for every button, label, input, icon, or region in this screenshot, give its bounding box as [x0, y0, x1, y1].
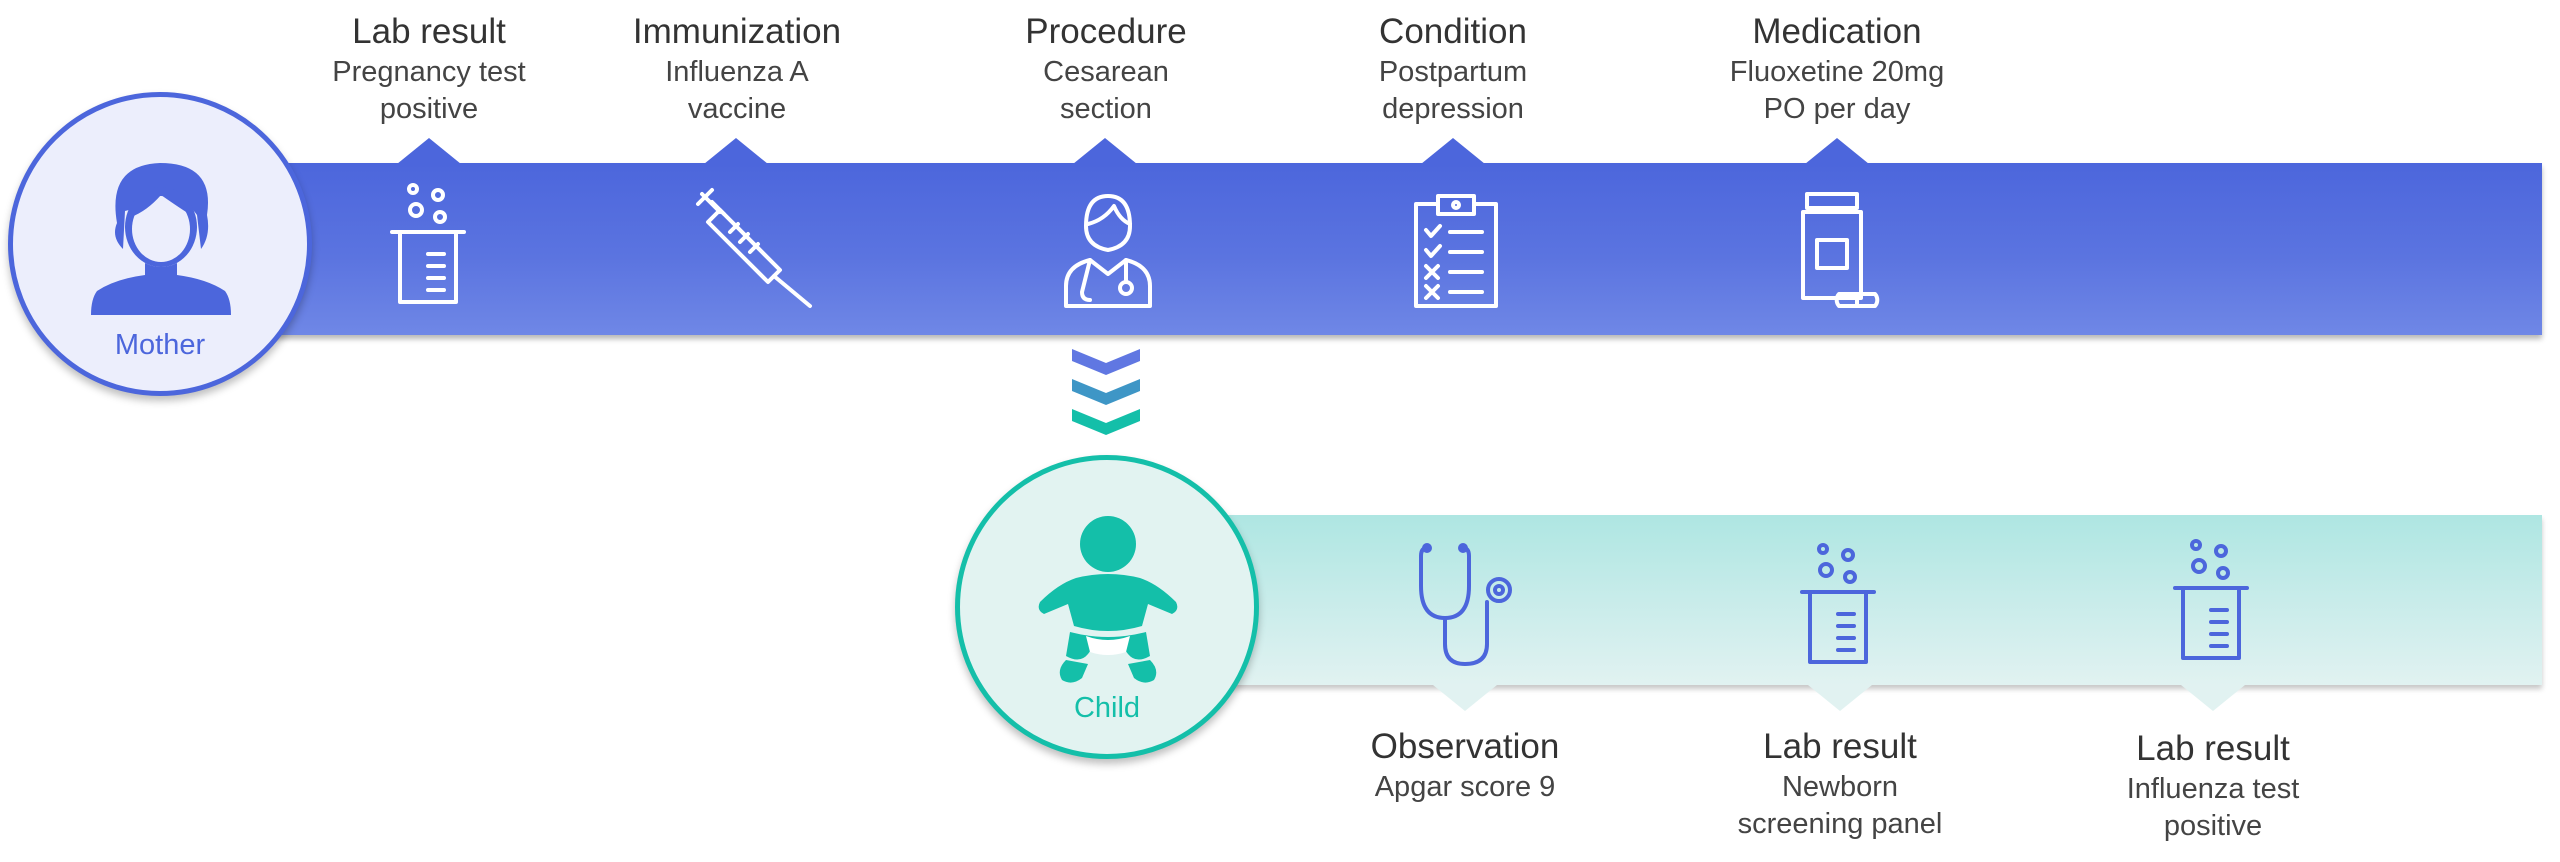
event-detail-line-1: Postpartum	[1378, 56, 1528, 88]
clipboard-icon	[1414, 194, 1498, 308]
event-title: Lab result	[2136, 729, 2290, 768]
event-title: Lab result	[352, 12, 506, 51]
event-detail-line-2: PO per day	[1763, 93, 1911, 125]
down-chevrons-icon	[1072, 349, 1140, 435]
mother-event-notch	[704, 138, 768, 164]
event-detail-line-2: positive	[2163, 810, 2263, 842]
event-detail-line-1: Influenza test	[2126, 773, 2300, 805]
event-detail-line-1: Influenza A	[665, 56, 809, 88]
event-detail-line-1: Cesarean	[1043, 56, 1169, 88]
event-detail-line-2: section	[1060, 93, 1152, 125]
medicine-bottle-icon	[1801, 192, 1880, 308]
event-detail-line-1: Fluoxetine 20mg	[1729, 56, 1945, 88]
beaker-icon	[2173, 539, 2249, 660]
event-title: Procedure	[1025, 12, 1187, 51]
woman-icon	[91, 163, 231, 315]
doctor-icon	[1064, 194, 1152, 308]
event-title: Observation	[1370, 727, 1560, 766]
mother-label: Mother	[114, 329, 206, 361]
syringe-icon	[696, 188, 812, 308]
event-detail-line-2: screening panel	[1737, 808, 1943, 840]
child-label: Child	[1073, 692, 1141, 724]
stethoscope-icon	[1419, 543, 1512, 666]
event-detail-line-2: vaccine	[687, 93, 787, 125]
child-event-notch	[2181, 685, 2245, 711]
mother-avatar-circle: Mother	[8, 92, 312, 396]
mother-event-notch	[397, 138, 461, 164]
beaker-icon	[390, 183, 466, 304]
baby-icon	[1038, 516, 1178, 683]
event-detail-line-1: Newborn	[1781, 771, 1899, 803]
child-timeline-band	[1180, 515, 2542, 685]
child-event-notch	[1433, 685, 1497, 711]
event-title: Medication	[1752, 12, 1922, 51]
event-detail-line-2: positive	[379, 93, 479, 125]
event-title: Immunization	[632, 12, 842, 51]
event-detail-line-1: Pregnancy test	[332, 56, 526, 88]
mother-event-notch	[1073, 138, 1137, 164]
event-detail-line-2: depression	[1382, 93, 1524, 125]
beaker-icon	[1800, 543, 1876, 664]
mother-event-notch	[1805, 138, 1869, 164]
mother-event-notch	[1421, 138, 1485, 164]
event-title: Condition	[1379, 12, 1527, 51]
event-title: Lab result	[1763, 727, 1917, 766]
mother-timeline-band	[230, 163, 2542, 335]
child-avatar-circle: Child	[955, 455, 1259, 759]
child-event-notch	[1808, 685, 1872, 711]
event-detail-line-1: Apgar score 9	[1374, 771, 1556, 803]
